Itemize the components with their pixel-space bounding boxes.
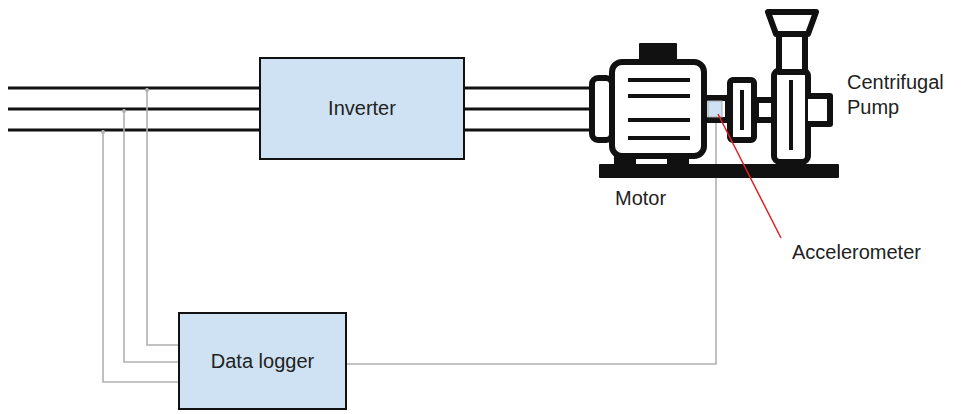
motor-label: Motor [615, 186, 666, 211]
box-label: Inverter [328, 97, 396, 120]
accelerometer-sensor [708, 101, 722, 117]
accelerometer-label: Accelerometer [792, 240, 921, 265]
inverter-box: Inverter [259, 57, 465, 160]
accelerometer-leader [718, 114, 781, 238]
motor-pump-icon [592, 12, 838, 177]
tap-dots [101, 88, 149, 134]
box-label: Data logger [211, 350, 314, 373]
pump-label: Centrifugal Pump [847, 70, 961, 120]
data-logger-box: Data logger [178, 312, 347, 410]
